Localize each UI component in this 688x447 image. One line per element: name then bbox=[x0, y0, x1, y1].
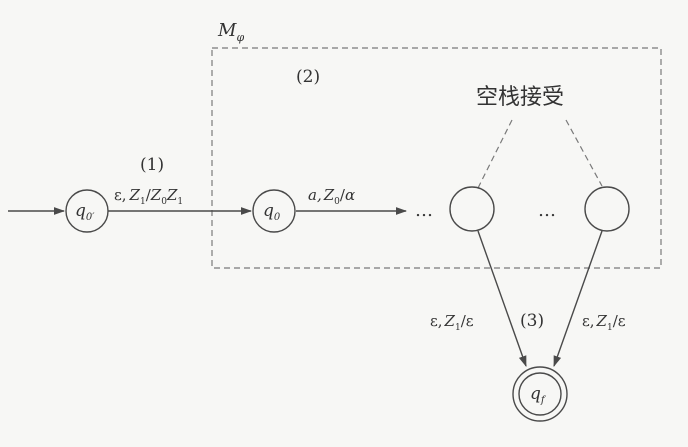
machine-label: Mφ bbox=[217, 20, 244, 44]
state-qf-outer bbox=[512, 366, 568, 422]
guide-line-right bbox=[565, 119, 603, 187]
state-qf-label: qf bbox=[530, 384, 547, 406]
step3-label: (3) bbox=[520, 311, 544, 331]
machine-boundary bbox=[211, 47, 662, 269]
transition-3-right-label: ε,Z1/ε bbox=[582, 312, 626, 333]
transition-3-left-label: ε,Z1/ε bbox=[430, 312, 474, 333]
transition-3-right-arrow bbox=[553, 230, 603, 368]
state-accept-right bbox=[584, 186, 630, 232]
machine-label-sub: φ bbox=[236, 31, 244, 44]
step1-label: (1) bbox=[140, 155, 164, 175]
ellipsis-1: … bbox=[415, 200, 433, 221]
state-accept-left bbox=[449, 186, 495, 232]
state-q0-label: q0 bbox=[263, 201, 281, 223]
guide-line-left bbox=[477, 119, 513, 189]
empty-stack-accept-label: 空栈接受 bbox=[476, 85, 564, 110]
ellipsis-2: … bbox=[538, 200, 556, 221]
state-q0-prime-label: q0′ bbox=[75, 201, 95, 223]
state-qf-inner bbox=[518, 372, 562, 416]
state-q0-prime bbox=[65, 189, 109, 233]
transition-1-label: ε,Z1/Z0Z1 bbox=[114, 186, 183, 207]
transition-3-left-arrow bbox=[477, 230, 527, 368]
transition-2-label: a,Z0/α bbox=[308, 186, 355, 207]
step2-label: (2) bbox=[296, 67, 320, 87]
state-q0 bbox=[252, 189, 296, 233]
